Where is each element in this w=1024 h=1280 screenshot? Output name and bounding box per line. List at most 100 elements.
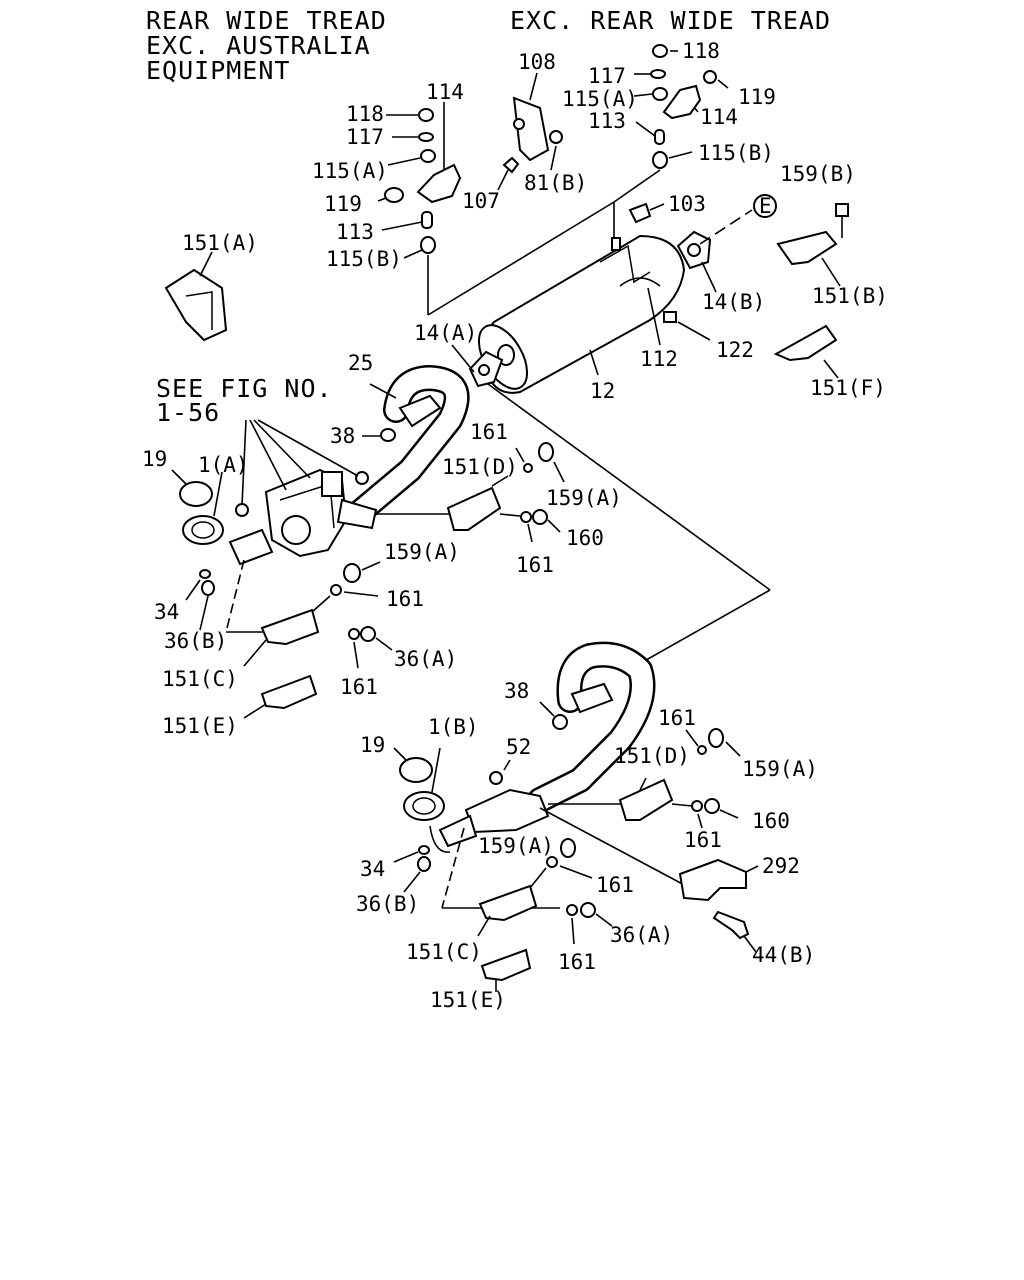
pipe-flange-lower [570,682,614,714]
nut-119-b-drawing [703,70,717,84]
bolt-159a-c-drawing [708,728,724,748]
nut-52-drawing [489,771,503,785]
callout-114-b: 114 [700,105,738,129]
heat-shield-151d-b-drawing [618,778,674,821]
callout-161-b: 161 [516,553,554,577]
callout-117-b: 117 [588,64,626,88]
callout-161-f: 161 [684,828,722,852]
stud-on-muffler [611,237,621,251]
spacer-113-a-drawing [421,211,433,229]
front-pipe-1b-drawing [464,788,550,834]
nut-118-a-drawing [418,108,434,122]
callout-14b: 14(B) [702,290,765,314]
bolt-159a-b-drawing [343,563,361,583]
callout-1b: 1(B) [428,715,479,739]
callout-38-b: 38 [504,679,529,703]
callout-107: 107 [462,189,500,213]
callout-113-b: 113 [588,109,626,133]
heading-left-line1: REAR WIDE TREAD [146,6,387,35]
callout-34-a: 34 [154,600,179,624]
callout-151d-b: 151(D) [614,744,690,768]
callout-161-g: 161 [596,873,634,897]
heat-shield-151b-drawing [776,230,838,266]
front-pipe-1a-drawing [228,528,274,566]
bolt-hole-108 [513,118,525,130]
heat-shield-151d-a-drawing [446,486,502,531]
bolt-159b-drawing [835,203,849,217]
callout-113-a: 113 [336,220,374,244]
nut-160-b-drawing [704,798,720,814]
callout-118-b: 118 [682,39,720,63]
heading-right: EXC. REAR WIDE TREAD [510,6,831,35]
bolt-159a-a-drawing [538,442,554,462]
callout-115b-a: 115(B) [326,247,402,271]
callout-151c-a: 151(C) [162,667,238,691]
callout-19-a: 19 [142,447,167,471]
hanger-assembly-right [613,44,729,238]
callout-115b-b: 115(B) [698,141,774,165]
callout-103: 103 [668,192,706,216]
callout-151a: 151(A) [182,231,258,255]
callout-159a-c: 159(A) [742,757,818,781]
callout-161-a: 161 [470,420,508,444]
front-pipe-1b-group [393,641,759,992]
callout-52: 52 [506,735,531,759]
nut-36a-a-drawing [360,626,376,642]
gasket-19-b-drawing [399,757,433,783]
spacer-113-b-drawing [654,129,665,145]
nut-36b-b-drawing [417,856,431,872]
cushion-115a-a-drawing [420,149,436,163]
callout-122: 122 [716,338,754,362]
callout-115a-b: 115(A) [562,87,638,111]
callout-119-b: 119 [738,85,776,109]
flange-1a-drawing [182,515,224,545]
callout-151b: 151(B) [812,284,888,308]
washer-161-a-drawing [523,463,533,473]
nut-81b-drawing [549,130,563,144]
callout-161-d: 161 [340,675,378,699]
washer-161-h-drawing [566,904,578,916]
callout-labels: 118 117 115(A) 119 113 115(B) 114 108 10… [142,39,888,1012]
pipe-flange-upper [398,394,442,428]
callout-81b: 81(B) [524,171,587,195]
gasket-19-a-drawing [179,481,213,507]
callout-36a-b: 36(A) [610,923,673,947]
muffler-bracket-112 [599,244,651,284]
callout-36b-b: 36(B) [356,892,419,916]
nut-38-b-drawing [552,714,568,730]
cushion-115a-b-drawing [652,87,668,101]
callout-161-c: 161 [386,587,424,611]
heat-shield-151f-drawing [773,324,838,362]
callout-161-h: 161 [558,950,596,974]
callout-159a-b: 159(A) [384,540,460,564]
bolt-107-drawing [502,156,520,174]
heat-shield-151e-a-drawing [260,674,318,710]
callout-34-b: 34 [360,857,385,881]
callout-115a-a: 115(A) [312,159,388,183]
exhaust-pipe-1b-bend [529,644,653,811]
callout-159a-a: 159(A) [546,486,622,510]
heat-shield-151e-b-drawing [480,948,532,982]
nut-119-a-drawing [384,187,404,203]
nut-38-a-drawing [380,428,396,442]
cushion-115b-a-drawing [420,236,436,254]
washer-34-b-drawing [418,845,430,855]
heat-shield-151a-drawing [164,268,228,342]
headings: REAR WIDE TREAD EXC. AUSTRALIA EQUIPMENT… [146,6,831,427]
see-fig-line1: SEE FIG NO. [156,374,333,403]
callout-38-a: 38 [330,424,355,448]
bolt-103-drawing [628,202,652,224]
nut-36b-a-drawing [201,580,215,596]
washer-161-b-drawing [520,511,532,523]
see-fig-line2: 1-56 [156,398,220,427]
bolt-159a-d-drawing [560,838,576,858]
callout-160-b: 160 [752,809,790,833]
callout-36b-a: 36(B) [164,629,227,653]
washer-161-d-drawing [348,628,360,640]
reference-e-circle [753,194,777,218]
exhaust-pipe-25-drawing [349,367,468,523]
nut-122-drawing [663,311,677,323]
callout-161-e: 161 [658,706,696,730]
callout-117-a: 117 [346,125,384,149]
callout-151f: 151(F) [810,376,886,400]
